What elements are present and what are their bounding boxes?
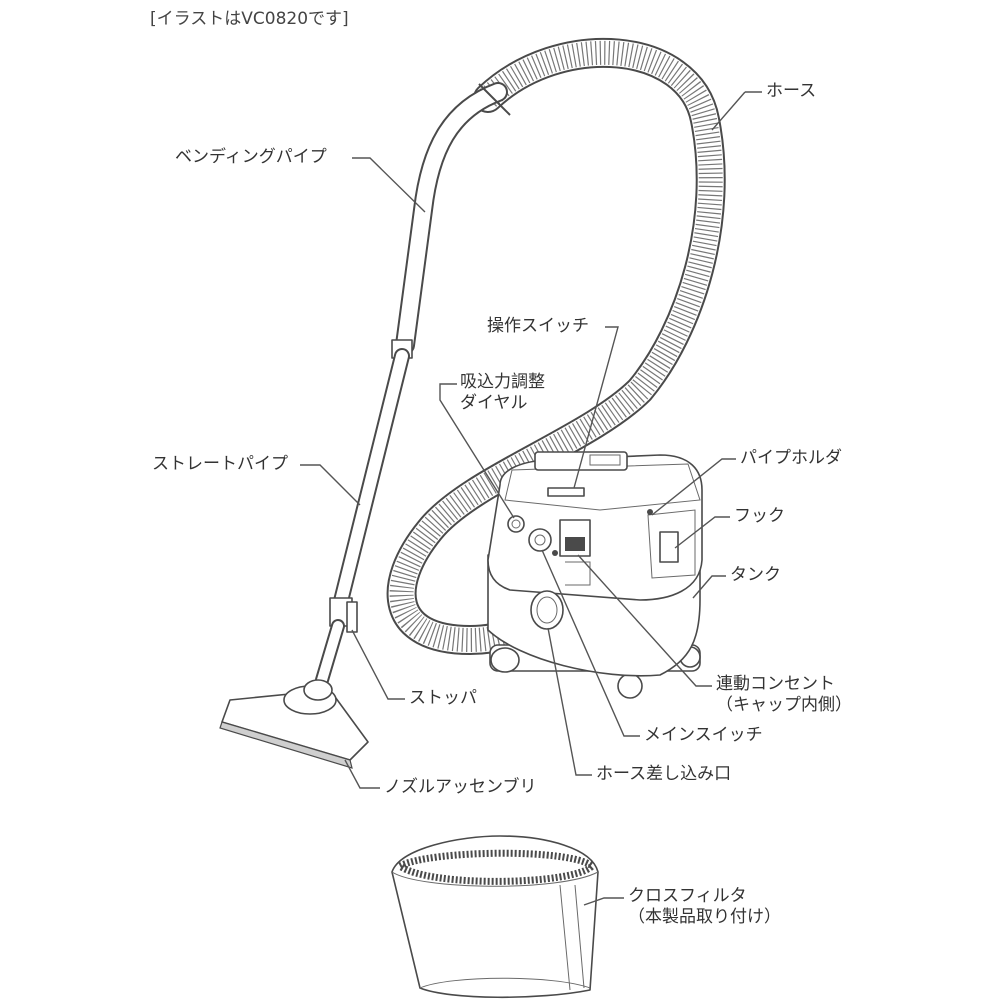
label-main-switch: メインスイッチ: [644, 725, 763, 745]
label-cloth-filter-line1: クロスフィルタ: [628, 886, 747, 906]
label-stopper: ストッパ: [409, 688, 477, 708]
label-outlet: 連動コンセント （キャップ内側）: [716, 674, 852, 717]
label-pipe-holder: パイプホルダ: [740, 448, 842, 468]
label-nozzle-assembly: ノズルアッセンブリ: [384, 777, 537, 797]
caption: [イラストはVC0820です]: [150, 9, 349, 29]
label-operation-switch: 操作スイッチ: [487, 316, 589, 336]
nozzle-illustration: [219, 679, 369, 769]
label-suction-dial: 吸込力調整 ダイヤル: [460, 372, 545, 415]
label-cloth-filter-line2: （本製品取り付け）: [628, 907, 781, 928]
label-hose: ホース: [766, 81, 817, 101]
label-outlet-line2: （キャップ内側）: [716, 695, 852, 716]
label-bending-pipe: ベンディングパイプ: [175, 147, 327, 167]
label-cloth-filter: クロスフィルタ （本製品取り付け）: [628, 886, 781, 929]
label-suction-dial-line2: ダイヤル: [460, 393, 528, 414]
cloth-filter-illustration: [391, 835, 599, 999]
label-outlet-line1: 連動コンセント: [716, 674, 835, 694]
label-hook: フック: [734, 506, 785, 526]
label-tank: タンク: [730, 565, 781, 585]
hose-illustration: [386, 37, 726, 656]
leader-lines: [300, 91, 762, 906]
label-suction-dial-line1: 吸込力調整: [460, 372, 545, 392]
vacuum-body-illustration: [487, 451, 703, 699]
label-straight-pipe: ストレートパイプ: [152, 454, 288, 474]
pipe-illustration: [315, 82, 511, 687]
label-hose-inlet: ホース差し込み口: [596, 764, 732, 784]
